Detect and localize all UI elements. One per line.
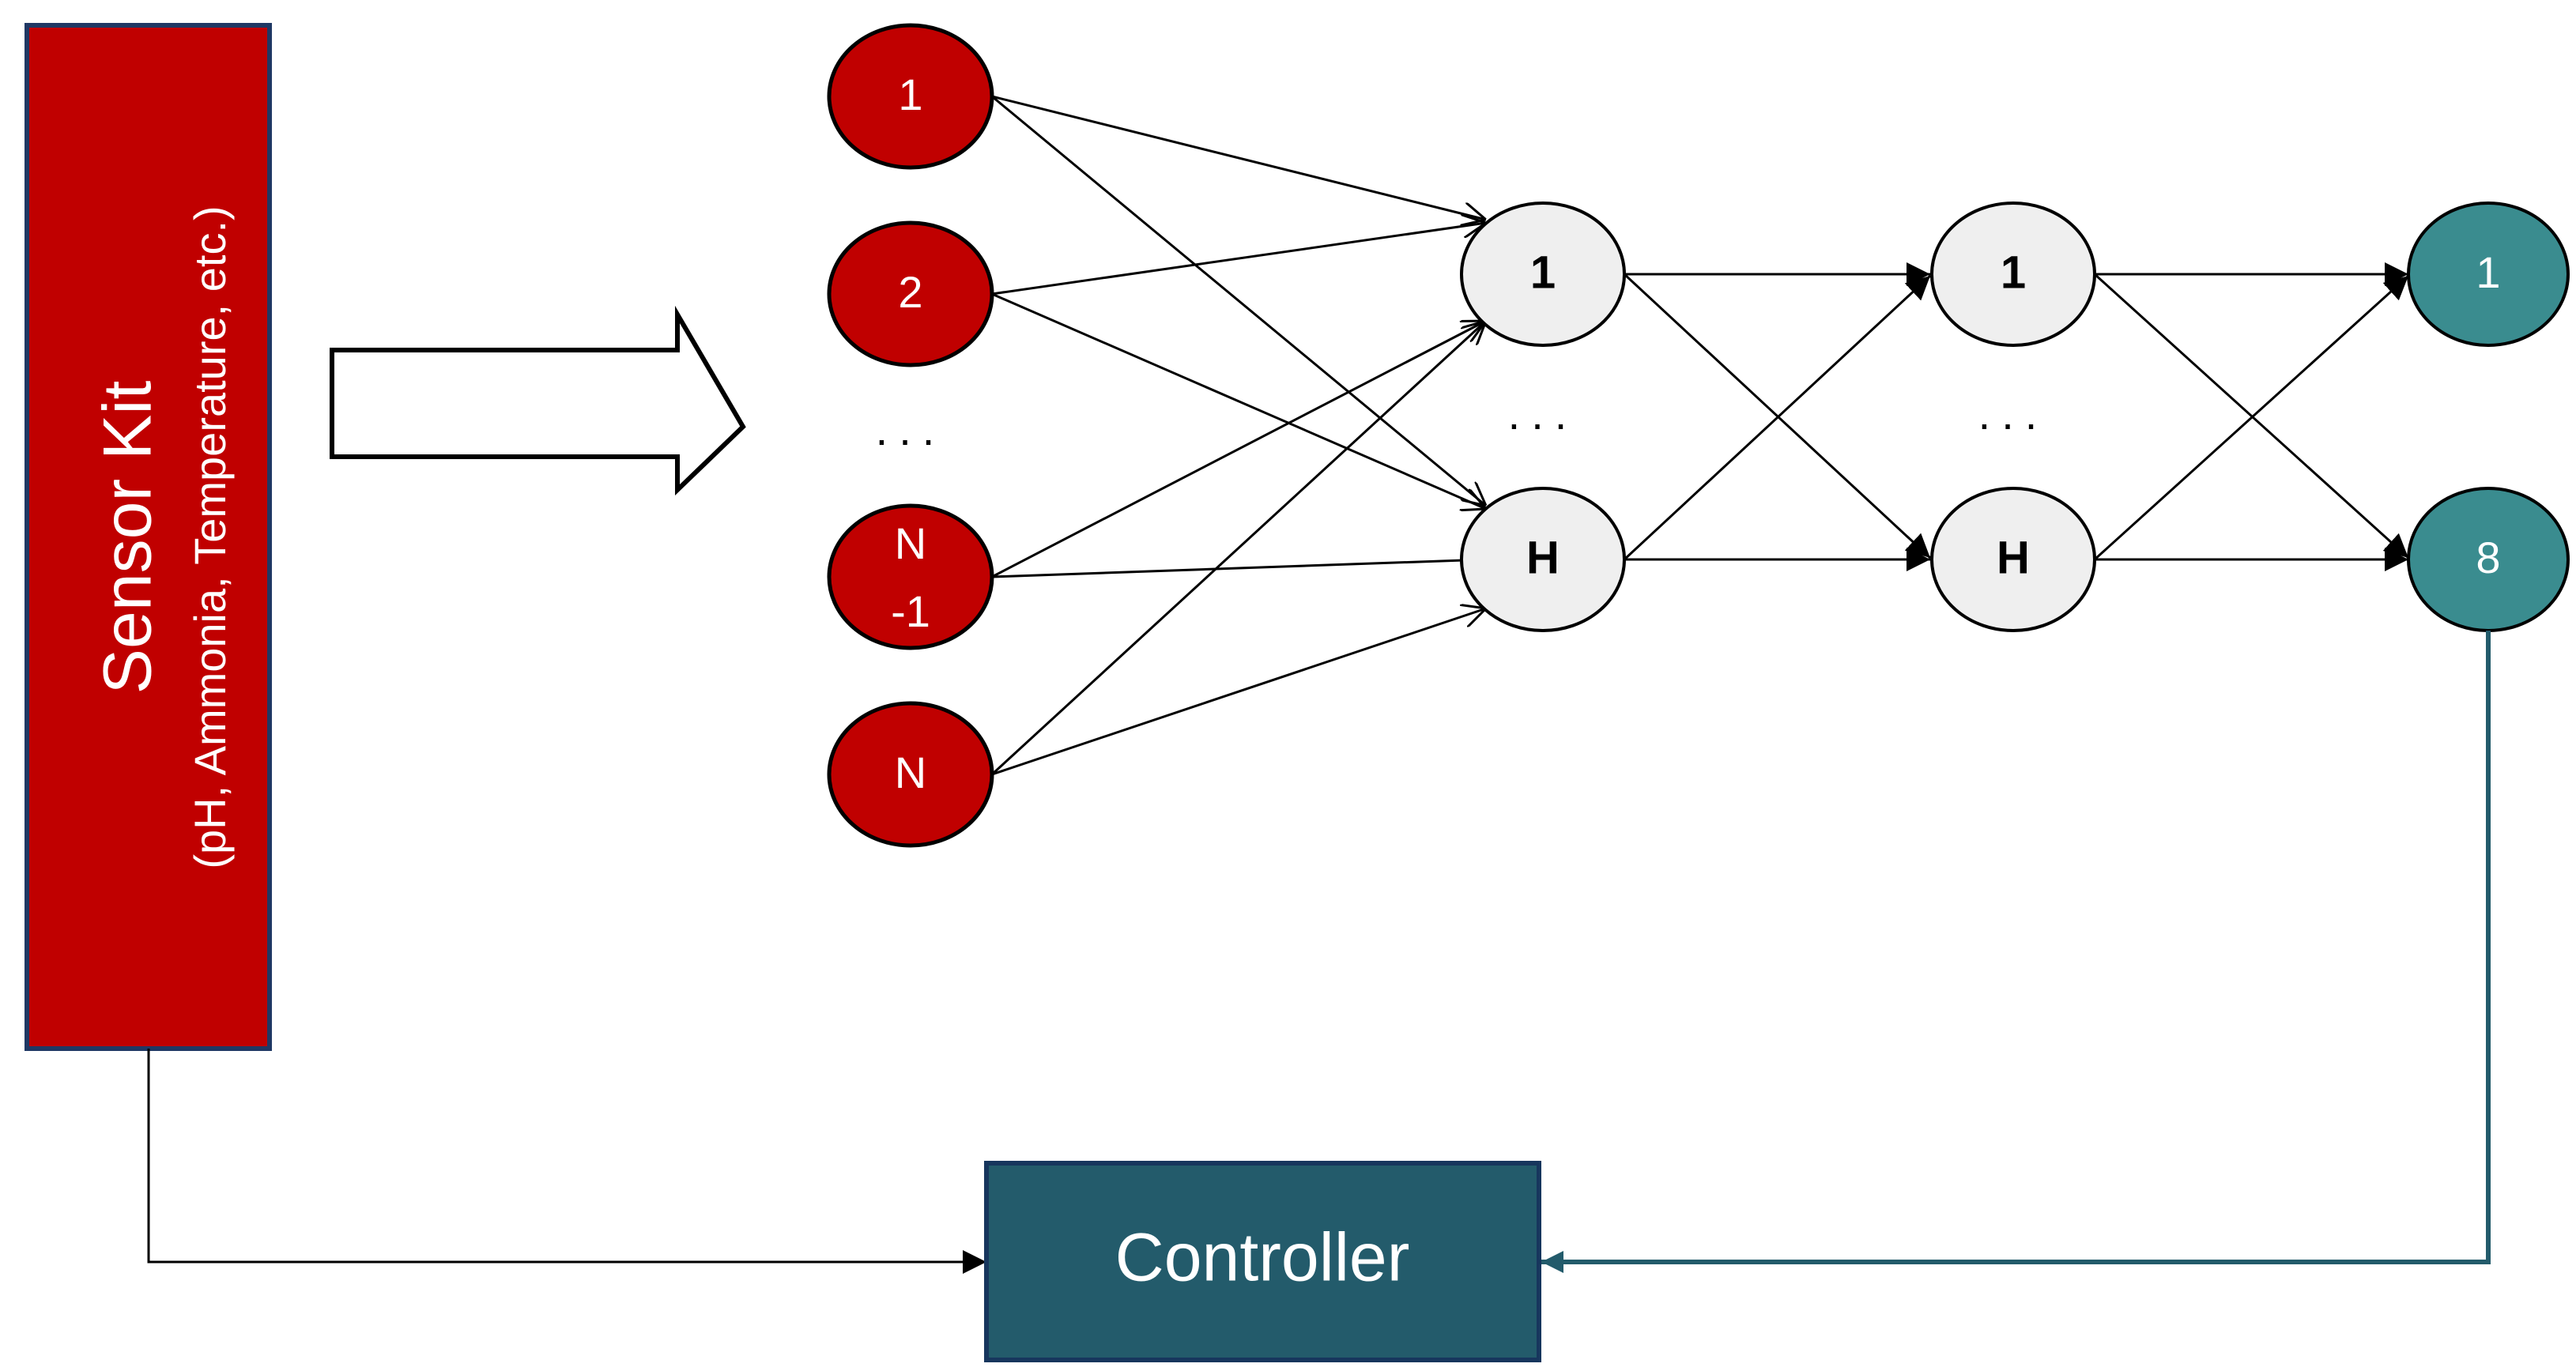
connection-line [991,95,1486,220]
hidden-node: 1 [1930,202,2096,347]
connection-line [991,95,1486,506]
hidden-layer-2: 1 ... H [1930,202,2096,632]
sensor-to-controller-line [147,1049,986,1274]
input-layer: 1 2 ... N -1 N [827,23,994,848]
input-node: 1 [827,23,994,170]
input-node-label: 1 [898,70,922,119]
connection-line [990,321,1486,776]
controller-box [984,1161,1541,1362]
hidden-node-label: 1 [1530,247,1556,298]
hidden1-to-hidden2-connections [1623,262,1932,571]
input-node-label: N [895,748,926,797]
output-feedback-line [1541,631,2491,1273]
input-node-label: 2 [898,267,922,317]
output-node-label: 8 [2476,533,2500,582]
connection-line [2093,274,2410,561]
hidden-node-label: 1 [2001,247,2026,298]
hidden1-ellipsis: ... [1508,389,1578,439]
connection-line [1623,274,1932,561]
sensor-kit-subtitle: (pH, Ammonia, Temperature, etc.) [185,205,235,868]
input-node: N -1 [827,503,994,650]
sensor-kit-block: Sensor Kit (pH, Ammonia, Temperature, et… [25,23,272,1051]
connection-line [991,608,1486,776]
output-layer: 1 8 [2407,202,2570,632]
input-ellipsis: ... [876,405,946,454]
input-node: N [827,701,994,848]
sensor-kit-box [25,23,272,1051]
input-to-hidden1-connections [990,95,1486,776]
connection-line [991,321,1486,578]
output-node: 1 [2407,202,2570,347]
hidden-layer-1: 1 ... H [1460,202,1626,632]
hidden2-to-output-connections [2093,262,2410,571]
controller-block: Controller [984,1161,1541,1362]
controller-label: Controller [1115,1220,1410,1296]
input-node-label-line2: -1 [891,586,930,636]
hidden-node: H [1930,487,2096,632]
input-node-label: N [895,518,926,568]
output-node-label: 1 [2476,247,2500,297]
connection-line [991,292,1486,509]
flow-arrow-icon [330,305,746,496]
hidden-node-label: H [1997,532,2030,583]
hidden2-ellipsis: ... [1978,389,2049,439]
sensor-kit-title: Sensor Kit [90,381,166,695]
output-node: 8 [2407,487,2570,632]
connection-line [991,223,1486,296]
hidden-node: 1 [1460,202,1626,347]
hidden-node: H [1460,487,1626,632]
input-node: 2 [827,220,994,367]
connection-line [991,559,1486,578]
hidden-node-label: H [1526,532,1560,583]
